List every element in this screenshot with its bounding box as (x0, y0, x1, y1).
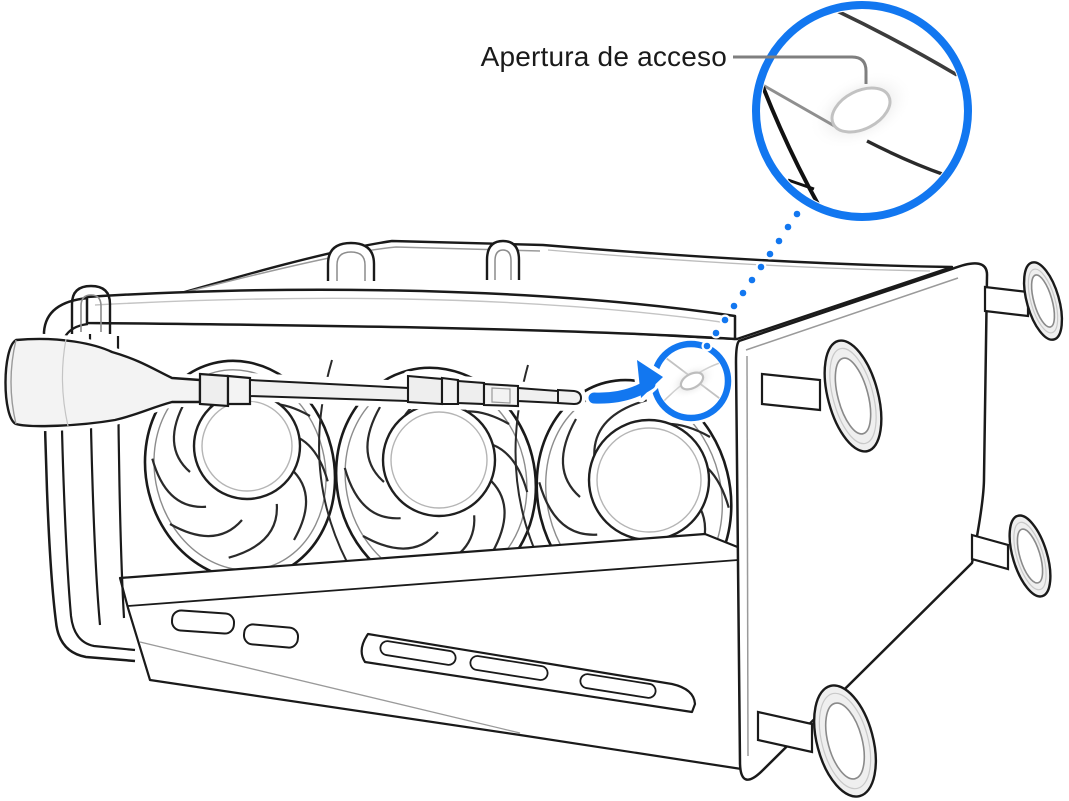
callout-line (733, 55, 868, 84)
frame-front-bar (85, 288, 737, 341)
magnifier-callout (752, 1, 972, 221)
screwdriver (0, 333, 585, 432)
side-panel (734, 262, 989, 781)
foot-middle-left (760, 339, 883, 453)
rail-slot (469, 655, 549, 681)
frame-loop (70, 284, 112, 334)
callout-label: Apertura de acceso (481, 41, 727, 72)
base-slot (242, 623, 300, 649)
rail-slot (379, 640, 457, 666)
frame-handle-arch-right (485, 239, 521, 280)
magnified-aperture-hole (830, 86, 892, 134)
screwdriver-handle (4, 337, 202, 428)
foot-bottom (756, 684, 878, 798)
frame-handle-arch-left (326, 241, 376, 281)
dotted-leader-line (701, 208, 803, 352)
frame-leg-front (42, 296, 136, 663)
fan-middle (334, 366, 538, 594)
magnifier-circle (752, 1, 972, 221)
foot-bottom-right (970, 514, 1052, 598)
frame (42, 284, 737, 663)
screwdriver-tip (557, 388, 583, 406)
access-aperture-marker (648, 338, 734, 424)
base-slot (170, 609, 236, 635)
rail-slot (579, 673, 657, 699)
access-aperture-hole (679, 371, 705, 391)
fan-left (143, 359, 337, 581)
arrow-icon (585, 355, 668, 407)
base-assembly (118, 532, 750, 772)
foot-top-right (983, 261, 1064, 341)
screwdriver-bit (517, 386, 559, 405)
